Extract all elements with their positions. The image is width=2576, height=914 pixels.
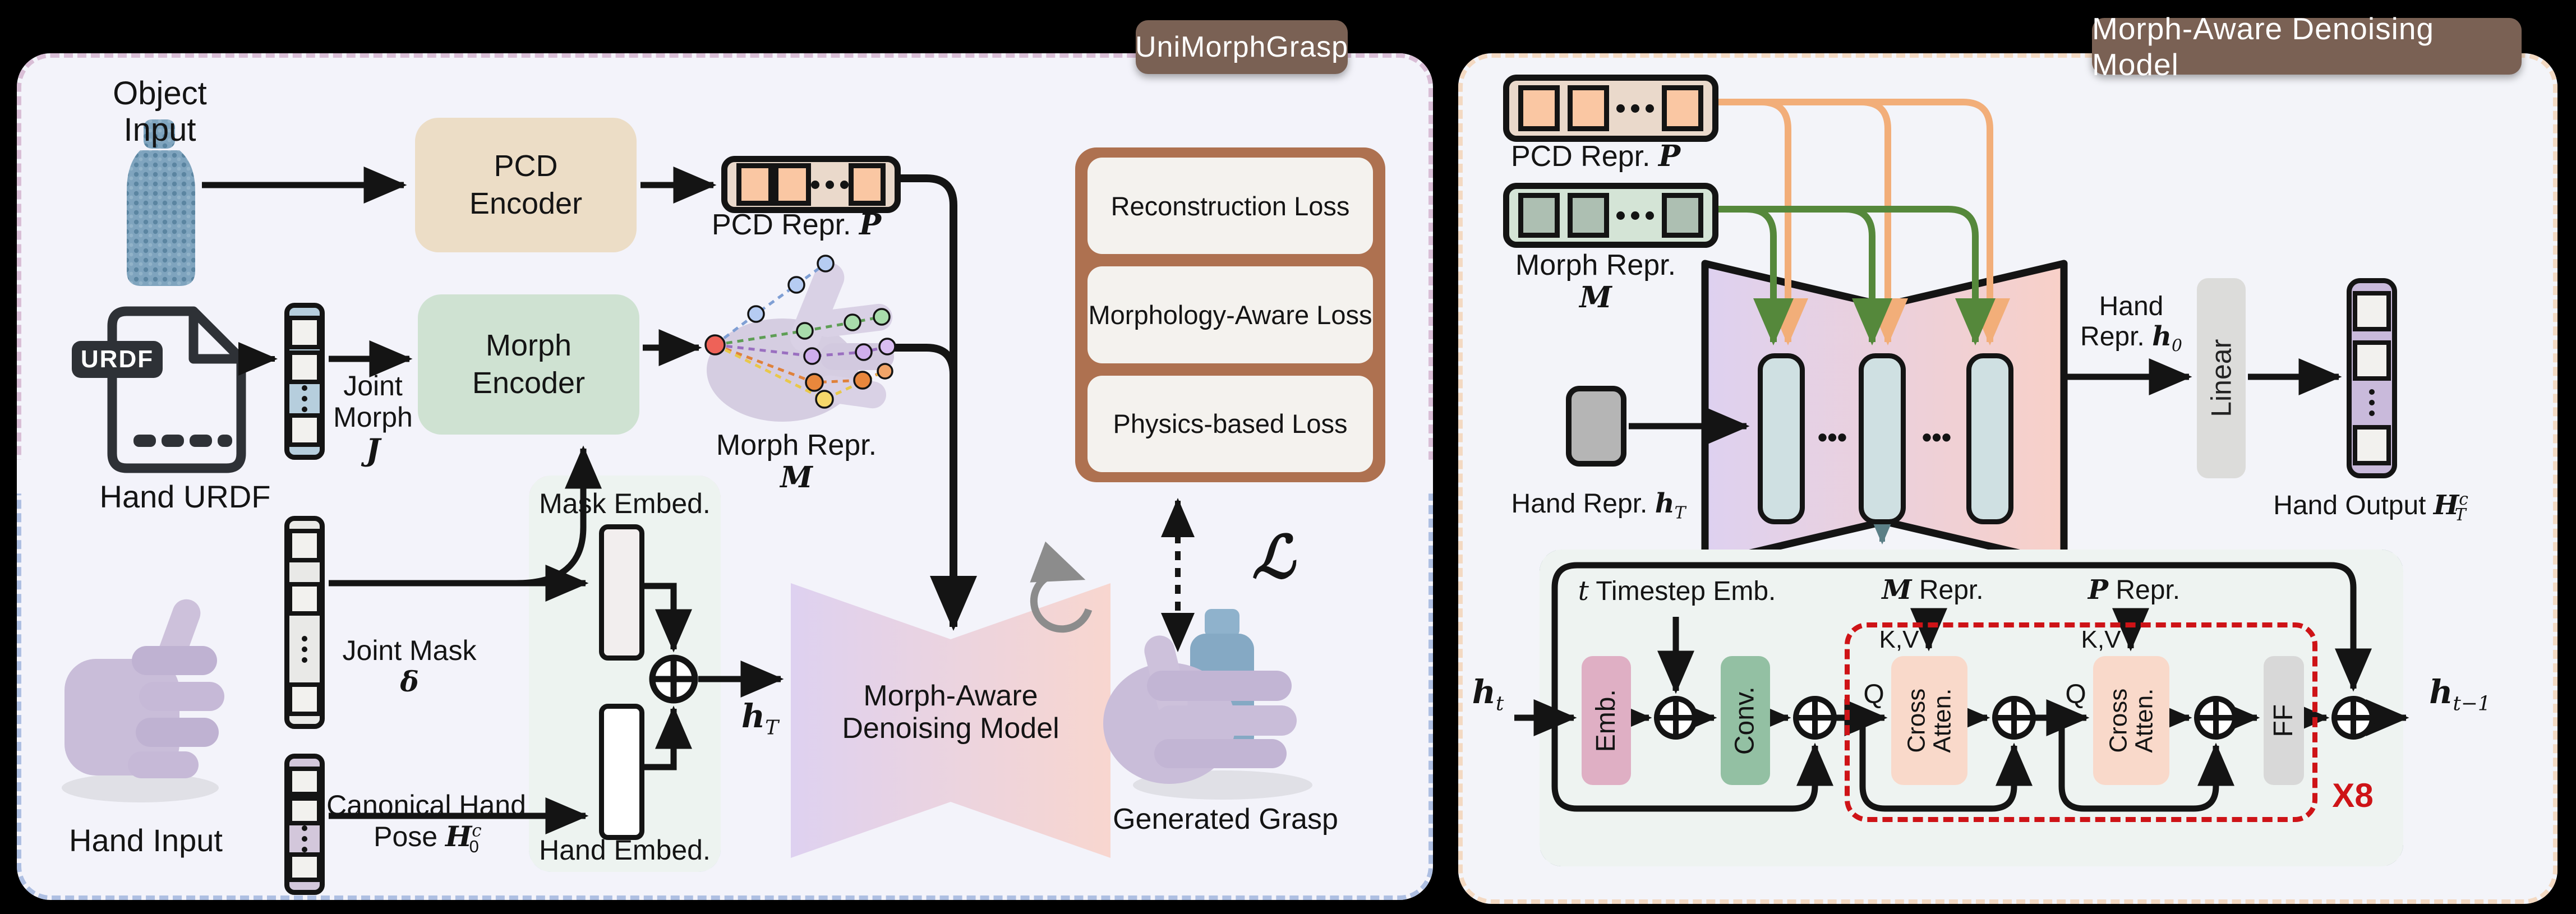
- generated-grasp-label: Generated Grasp: [1113, 803, 1338, 835]
- loss-symbol: ℒ: [1252, 522, 1294, 592]
- morph-repr-label-left: Morph Repr. M: [716, 429, 877, 495]
- left-panel-title-chip: UniMorphGrasp: [1135, 20, 1349, 74]
- q-label-1: Q: [1863, 680, 1884, 709]
- hand-urdf-label: Hand URDF: [99, 479, 271, 514]
- timestep-emb-label: t Timestep Emb.: [1578, 575, 1776, 607]
- token: [1661, 85, 1703, 131]
- hand-output-label: Hand Output HcT: [2273, 490, 2468, 525]
- right-panel-title-chip: Morph-Aware Denoising Model: [2092, 11, 2522, 82]
- h-T-label: hT: [741, 697, 779, 740]
- mask-embed-bar: [599, 524, 644, 661]
- joint-morph-column: [284, 303, 325, 460]
- reconstruction-loss: Reconstruction Loss: [1087, 158, 1373, 255]
- unet-column-1: [1758, 353, 1805, 524]
- hand-repr-h0-label: Hand Repr. h0: [2080, 292, 2182, 356]
- canonical-pose-column: [284, 754, 325, 895]
- pcd-repr-label-left: PCD Repr. P: [711, 207, 882, 242]
- kv-label-1: K,V: [1879, 626, 1919, 653]
- pcd-encoder-box: PCD Encoder: [415, 118, 637, 252]
- unet-dots-2: •••: [1921, 422, 1952, 453]
- hand-repr-hT-box: [1566, 386, 1626, 467]
- q-label-2: Q: [2065, 680, 2086, 709]
- object-input-label: Object Input: [113, 75, 207, 148]
- ff-box: FF: [2264, 656, 2304, 785]
- hand-embed-label: Hand Embed.: [539, 834, 711, 866]
- morph-encoder-box: Morph Encoder: [418, 294, 639, 435]
- ff-label: FF: [2268, 704, 2298, 737]
- right-panel-title: Morph-Aware Denoising Model: [2092, 11, 2434, 82]
- left-panel-title: UniMorphGrasp: [1135, 31, 1349, 63]
- token: [1567, 193, 1609, 238]
- unet-column-2: [1859, 353, 1906, 524]
- unet-dots-1: •••: [1817, 422, 1847, 453]
- m-repr-label: M Repr.: [1882, 574, 1984, 606]
- token: [1661, 193, 1703, 238]
- token: [736, 163, 774, 206]
- hand-input-label: Hand Input: [69, 823, 223, 858]
- hand-repr-hT-label: Hand Repr. hT: [1511, 488, 1686, 523]
- token: [1518, 193, 1560, 238]
- physics-based-loss: Physics-based Loss: [1087, 375, 1373, 472]
- pcd-token-row-left: [721, 156, 901, 213]
- ellipsis-dots: [1616, 104, 1655, 113]
- loss-stack: Reconstruction Loss Morphology-Aware Los…: [1075, 147, 1385, 482]
- linear-label: Linear: [2205, 339, 2237, 417]
- conv-box: Conv.: [1721, 656, 1770, 785]
- h-t-minus-1-label: ht−1: [2429, 673, 2491, 715]
- morph-encoder-line1: Morph: [485, 328, 572, 362]
- joint-mask-column: [284, 516, 325, 729]
- emb-label: Emb.: [1591, 689, 1621, 753]
- emb-box: Emb.: [1582, 656, 1631, 785]
- cross-attn-line1: Cross: [1902, 688, 1930, 753]
- ellipsis-dots: [810, 180, 849, 189]
- mask-embed-label: Mask Embed.: [539, 488, 711, 519]
- morphology-aware-loss: Morphology-Aware Loss: [1087, 266, 1373, 363]
- pcd-token-row-right: [1503, 75, 1718, 142]
- unet-column-3: [1966, 353, 2013, 524]
- morph-encoder-line2: Encoder: [472, 366, 586, 400]
- hand-output-column: [2347, 278, 2397, 478]
- hand-embed-bar: [599, 704, 644, 840]
- pcd-encoder-line2: Encoder: [469, 187, 583, 220]
- kv-label-2: K,V: [2081, 626, 2121, 653]
- token: [773, 163, 811, 206]
- conv-label: Conv.: [1730, 686, 1760, 755]
- morph-repr-label-right: Morph Repr. M: [1515, 249, 1676, 315]
- h-t-input-label: ht: [1472, 673, 1504, 715]
- canonical-pose-label: Canonical Hand Pose Hc0: [326, 790, 526, 856]
- cross-attn-line2: Atten.: [2130, 688, 2158, 753]
- token: [848, 163, 886, 206]
- cross-attn-line2: Atten.: [1928, 688, 1956, 753]
- cross-attn-line1: Cross: [2104, 688, 2132, 753]
- linear-box: Linear: [2197, 278, 2246, 478]
- cross-attention-box-1: Cross Atten.: [1891, 656, 1967, 785]
- urdf-badge: URDF: [72, 341, 163, 378]
- joint-mask-label: Joint Mask δ: [342, 635, 477, 698]
- morph-token-row-right: [1503, 183, 1718, 248]
- token: [1567, 85, 1609, 131]
- joint-morph-label: Joint Morph J: [333, 370, 413, 468]
- cross-attention-box-2: Cross Atten.: [2093, 656, 2169, 785]
- p-repr-label: P Repr.: [2087, 574, 2181, 606]
- repeat-x8-label: X8: [2332, 777, 2374, 814]
- ellipsis-dots: [1616, 211, 1655, 220]
- token: [1518, 85, 1560, 131]
- pcd-repr-label-right: PCD Repr. P: [1510, 139, 1681, 173]
- pcd-encoder-line1: PCD: [494, 149, 558, 183]
